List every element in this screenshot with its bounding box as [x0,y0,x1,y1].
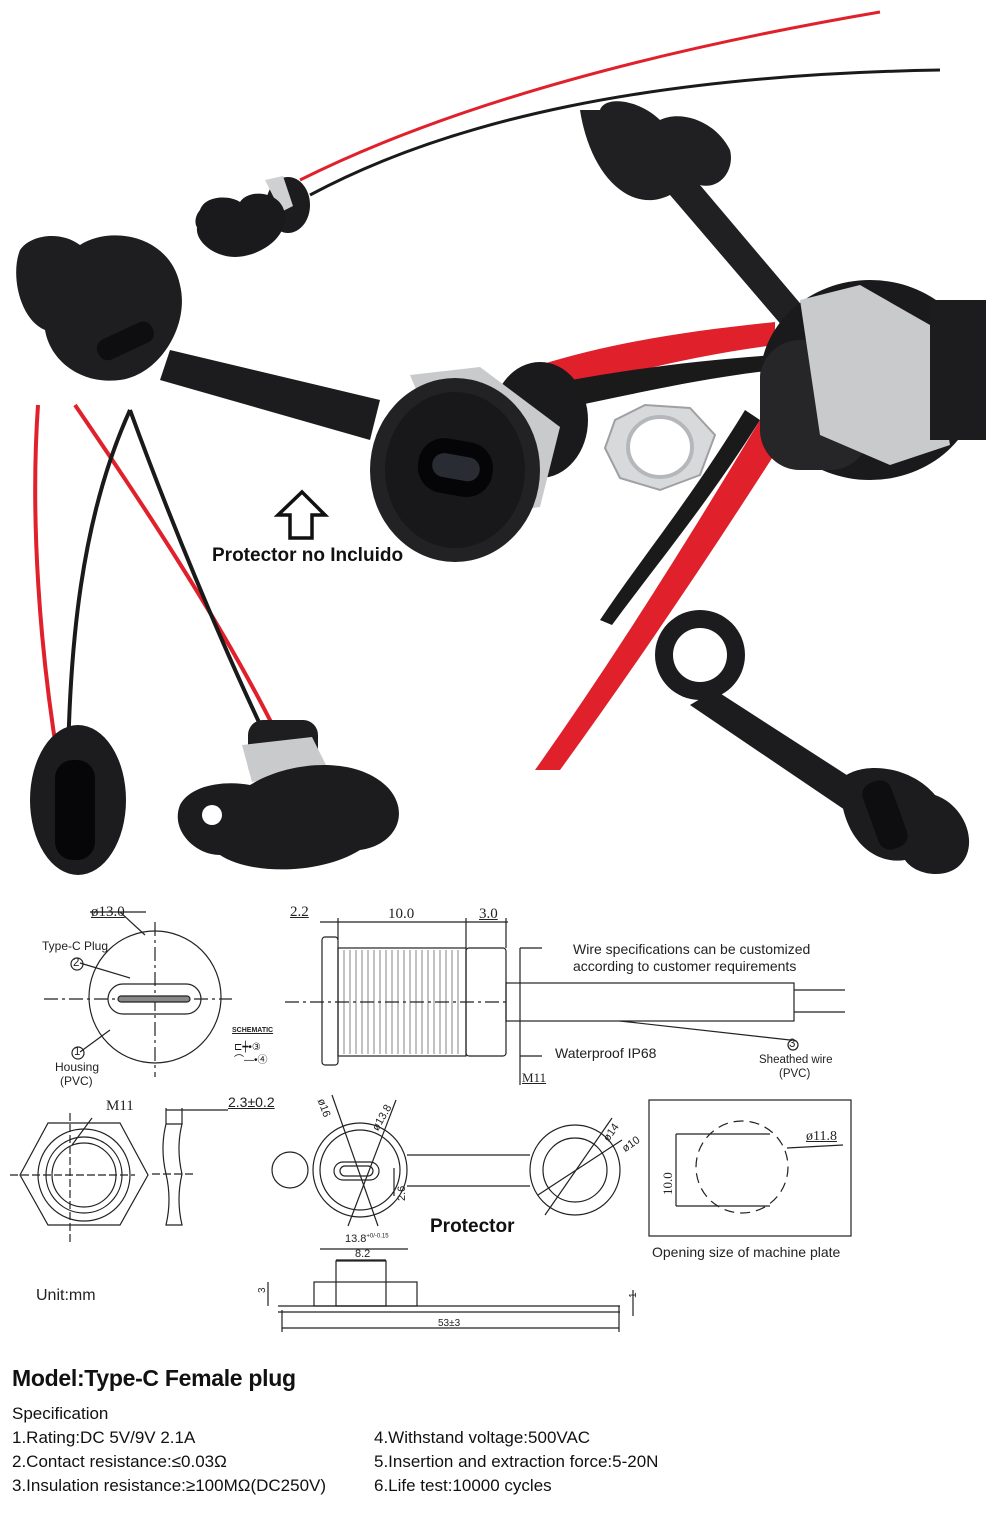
front-diameter-label: ø13.0 [91,904,125,920]
wire-note-line2: according to customer requirements [573,958,797,974]
connector-small-top [195,176,310,257]
protector-length-label: 53±3 [438,1318,461,1329]
waterproof-label: Waterproof IP68 [555,1045,657,1061]
schematic-label: SCHEMATIC [232,1027,274,1034]
protector-top-drawing [271,1094,623,1227]
nut-thickness-label: 2.3±0.2 [228,1094,275,1110]
connectors-bottom-left [30,403,399,875]
hex-nut-photo [603,403,717,492]
model-title: Model:Type-C Female plug [12,1365,296,1391]
protector-cap-loose-photo [655,610,970,875]
wire-note-line1: Wire specifications can be customized [573,941,811,957]
slot-height-label: 2.6 [396,1185,408,1201]
wire-callout-number: 3 [789,1038,796,1050]
protector-not-included-callout: Protector no Incluido [212,545,404,566]
protector-width-label: 13.8+0/-0.15 [345,1233,389,1245]
up-arrow-outline-icon [273,489,330,540]
panel-flat-label: 10.0 [660,1172,675,1195]
specification-section: Model:Type-C Female plug Specification 1… [12,1365,972,1496]
plug-callout-number: 2 [73,957,80,969]
protector-label: Protector [430,1216,515,1237]
spec-item-insulation-resistance: 3.Insulation resistance:≥100MΩ(DC250V) [12,1476,327,1495]
protector-width-value: 13.8 [345,1233,367,1245]
housing-callout-number: 1 [74,1046,81,1058]
panel-caption: Opening size of machine plate [652,1244,841,1260]
protector-width-tolerance: +0/-0.15 [366,1233,389,1240]
connector-main-center [370,322,775,562]
typec-plug-label: Type-C Plug [42,939,109,953]
dimension-drawing-lines [10,911,852,1332]
specification-list: 1.Rating:DC 5V/9V 2.1A 4.Withstand volta… [12,1428,972,1496]
product-photos-illustration [16,10,986,875]
schematic-symbols-icon: ⊏┿•③⌒—•④ [234,1042,268,1066]
body-length-dim-label: 3.0 [479,906,498,922]
panel-diameter-label: ø11.8 [806,1129,837,1144]
spec-item-withstand-voltage: 4.Withstand voltage:500VAC [374,1428,591,1447]
sheathed-wire-label: Sheathed wire [759,1054,833,1066]
sheathed-wire-material: (PVC) [779,1068,811,1080]
panel-opening-drawing [648,1099,852,1237]
plug-width-label: 8.2 [355,1248,371,1260]
spec-item-life-test: 6.Life test:10000 cycles [374,1476,552,1495]
spec-item-contact-resistance: 2.Contact resistance:≤0.03Ω [12,1452,227,1471]
unit-label: Unit:mm [36,1287,96,1304]
thread-length-dim-label: 10.0 [388,906,415,922]
specification-heading: Specification [12,1404,109,1423]
product-photo-collage: Protector no Incluido [16,10,986,875]
front-view-drawing [44,911,232,1077]
side-view-drawing [285,918,845,1085]
thread-size-label: M11 [522,1070,547,1085]
housing-material-label: (PVC) [60,1074,93,1088]
spec-item-rating: 1.Rating:DC 5V/9V 2.1A [12,1428,196,1447]
protector-height-label: 3 [257,1287,268,1293]
protector-side-drawing [267,1248,634,1332]
nut-thread-label: M11 [106,1098,134,1114]
flange-dim-label: 2.2 [290,904,309,920]
housing-label: Housing [55,1060,100,1074]
tethered-cap-left [16,235,380,440]
connector-right-side [535,101,986,770]
technical-drawings: ø13.0 Type-C Plug 2 1 Housing (PVC) SCHE… [0,895,986,1355]
protector-thickness-label: 1 [628,1292,639,1298]
nut-front-drawing [10,1113,149,1245]
nut-side-drawing [152,1108,228,1226]
spec-item-insertion-force: 5.Insertion and extraction force:5-20N [374,1452,659,1471]
